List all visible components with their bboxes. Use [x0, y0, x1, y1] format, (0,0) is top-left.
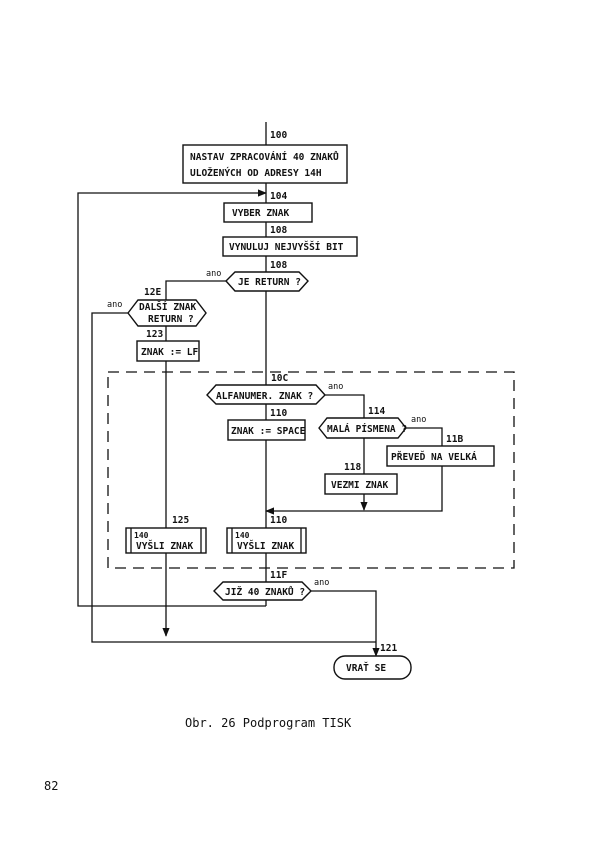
line-10c-yes — [325, 394, 365, 418]
label-12e: 12E — [144, 287, 161, 298]
decision-is-return — [225, 271, 309, 292]
label-10c: 10C — [271, 373, 288, 384]
box-send-char-left-sub: 140 — [134, 531, 149, 540]
label-110b: 110 — [270, 515, 287, 526]
box-send-char-center — [226, 527, 307, 554]
dashed-region — [107, 371, 515, 569]
yes-label-next: ano — [107, 300, 122, 310]
label-100: 100 — [270, 130, 287, 141]
box-clear-bit — [222, 236, 358, 257]
terminal-return — [333, 655, 412, 680]
decision-40-chars-text: JIŽ 40 ZNAKŮ ? — [225, 586, 305, 598]
decision-lowercase — [318, 417, 407, 439]
decision-40-chars — [213, 581, 312, 601]
decision-is-return-text: JE RETURN ? — [238, 277, 301, 288]
label-108b: 108 — [270, 260, 287, 271]
decision-next-return-line2: RETURN ? — [148, 314, 194, 325]
label-108a: 108 — [270, 225, 287, 236]
label-118: 118 — [344, 462, 361, 473]
box-select-char — [223, 202, 313, 223]
label-11f: 11F — [270, 570, 287, 581]
page-number: 82 — [44, 779, 59, 793]
box-char-space-text: ZNAK := SPACE — [231, 426, 306, 437]
box-send-char-left — [125, 527, 207, 554]
yes-label-return: ano — [206, 269, 221, 279]
box-char-space — [227, 419, 306, 441]
line-12e-yes — [91, 312, 376, 643]
box-to-upper-text: PŘEVEĎ NA VELKÁ — [391, 451, 477, 463]
yes-label-lower: ano — [411, 415, 426, 425]
yes-label-alnum: ano — [328, 382, 343, 392]
label-11b: 11B — [446, 434, 463, 445]
box-send-char-left-text: VYŠLI ZNAK — [136, 540, 193, 552]
box-char-lf — [136, 340, 200, 362]
loop-back-line — [77, 189, 267, 607]
box-send-char-center-text: VYŠLI ZNAK — [237, 540, 294, 552]
line-11b-merge — [265, 466, 443, 515]
label-114: 114 — [368, 406, 385, 417]
box-to-upper — [386, 445, 495, 467]
line-11f-yes — [311, 590, 380, 657]
box-send-char-center-sub: 140 — [235, 531, 250, 540]
yes-label-40: ano — [314, 578, 329, 588]
box-init-line1: NASTAV ZPRACOVÁNÍ 40 ZNAKŮ — [190, 151, 339, 163]
decision-alphanumeric — [206, 384, 326, 405]
box-take-char-text: VEZMI ZNAK — [331, 480, 388, 491]
label-110a: 110 — [270, 408, 287, 419]
decision-next-return-line1: DALŠÍ ZNAK — [139, 301, 196, 313]
box-select-char-text: VYBER ZNAK — [232, 208, 289, 219]
decision-lowercase-text: MALÁ PÍSMENA ? — [327, 423, 407, 435]
terminal-return-text: VRAŤ SE — [346, 662, 386, 674]
label-121: 121 — [380, 643, 397, 654]
label-123: 123 — [146, 329, 163, 340]
line-114-yes — [406, 427, 443, 446]
box-char-lf-text: ZNAK := LF — [141, 347, 198, 358]
decision-alphanumeric-text: ALFANUMER. ZNAK ? — [216, 391, 313, 402]
box-take-char — [324, 473, 398, 495]
box-clear-bit-text: VYNULUJ NEJVYŠŠÍ BIT — [229, 241, 344, 253]
box-init — [182, 144, 348, 184]
label-104: 104 — [270, 191, 287, 202]
line-return-yes — [165, 280, 226, 300]
decision-next-return — [127, 299, 207, 327]
label-125: 125 — [172, 515, 189, 526]
box-init-line2: ULOŽENÝCH OD ADRESY 14H — [190, 167, 322, 179]
figure-caption: Obr. 26 Podprogram TISK — [185, 716, 352, 730]
